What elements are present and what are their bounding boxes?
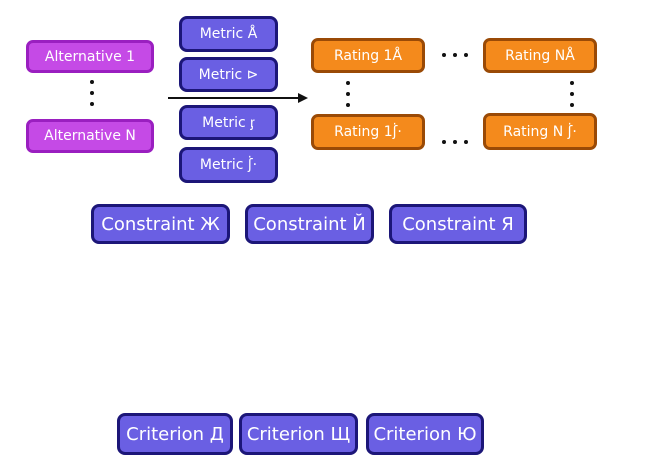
constraint-box-2: Constraint Й (245, 204, 374, 244)
horizontal-ellipsis-dot (464, 140, 468, 144)
vertical-ellipsis-dot (346, 81, 350, 85)
horizontal-ellipsis-dot (464, 53, 468, 57)
vertical-ellipsis-dot (570, 92, 574, 96)
vertical-ellipsis-dot (570, 81, 574, 85)
criterion-box-3: Criterion Ю (366, 413, 484, 455)
vertical-ellipsis-dot (90, 102, 94, 106)
vertical-ellipsis-dot (346, 103, 350, 107)
vertical-ellipsis-dot (90, 91, 94, 95)
horizontal-ellipsis-dot (453, 140, 457, 144)
alternative-n-box: Alternative N (26, 119, 154, 153)
criterion-box-2: Criterion Щ (239, 413, 358, 455)
constraint-box-3: Constraint Я (389, 204, 527, 244)
horizontal-ellipsis-dot (442, 53, 446, 57)
rating-bottom-first-box: Rating 1ʃ̇· (311, 114, 425, 150)
rating-bottom-last-box: Rating N ʃ̇· (483, 113, 597, 150)
constraint-box-1: Constraint Ж (91, 204, 230, 244)
vertical-ellipsis-dot (90, 80, 94, 84)
rating-top-first-box: Rating 1Å (311, 38, 425, 73)
horizontal-ellipsis-dot (453, 53, 457, 57)
metric-box-4: Metric ʃ̇· (179, 147, 278, 183)
criterion-box-1: Criterion Д (117, 413, 233, 455)
vertical-ellipsis-dot (570, 103, 574, 107)
metric-box-2: Metric ⊳ (179, 57, 278, 92)
metric-box-1: Metric Å (179, 16, 278, 52)
metric-box-3: Metric ᶉ (179, 105, 278, 140)
vertical-ellipsis-dot (346, 92, 350, 96)
horizontal-ellipsis-dot (442, 140, 446, 144)
rating-top-last-box: Rating NÅ (483, 38, 597, 73)
alternative-1-box: Alternative 1 (26, 40, 154, 73)
